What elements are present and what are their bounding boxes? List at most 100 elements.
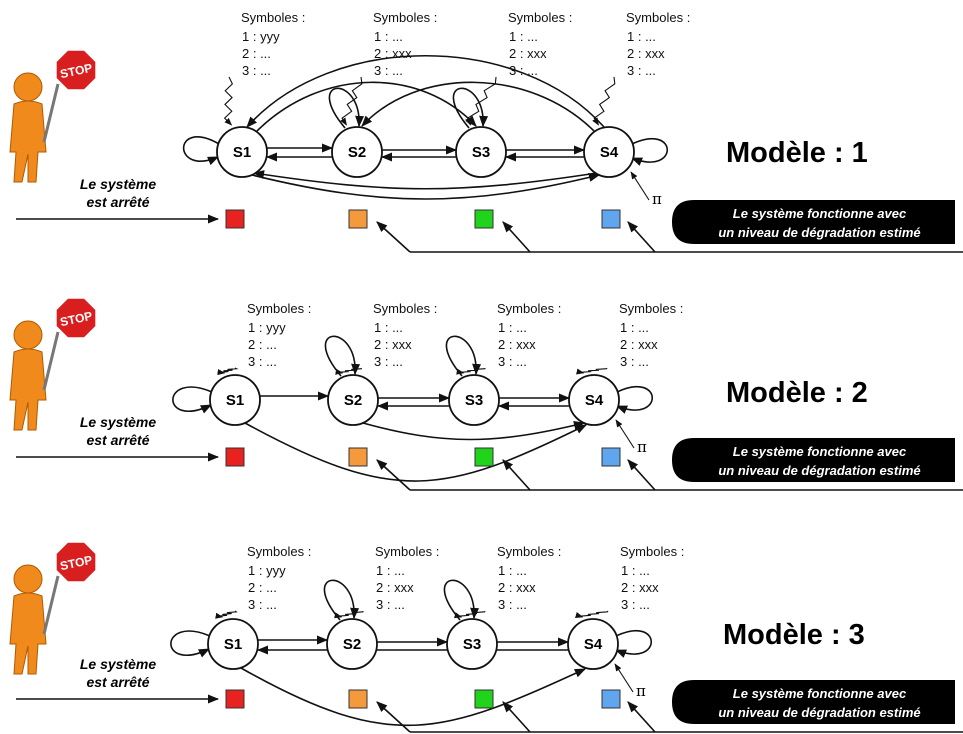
- stopped-label-line1: Le système: [80, 414, 156, 430]
- degradation-pointer: [627, 459, 656, 491]
- initial-probability-arrow: [574, 610, 609, 618]
- transition-s4-s2: [361, 81, 595, 132]
- symbols-heading: Symboles :: [373, 301, 437, 316]
- state-s1: S1: [216, 126, 268, 178]
- status-banner-line2: un niveau de dégradation estimé: [718, 463, 920, 478]
- symbol-list-s4: Symboles : 1 : ... 2 : xxx 3 : ...: [574, 544, 684, 618]
- degradation-indicator-s2: [348, 447, 368, 467]
- status-banner: [672, 680, 955, 724]
- state-s3: S3: [455, 126, 507, 178]
- transition-s2-s4: [362, 421, 586, 441]
- state-s4: S4: [568, 374, 620, 426]
- status-banner-line2: un niveau de dégradation estimé: [718, 225, 920, 240]
- degradation-indicator-s1: [225, 209, 245, 229]
- self-loop-s1: [170, 630, 211, 658]
- stopped-label-line1: Le système: [80, 656, 156, 672]
- symbol-entry: 3 : ...: [621, 597, 650, 612]
- transitions: [170, 579, 652, 727]
- symbols-heading: Symboles :: [241, 10, 305, 25]
- degradation-pointer: [502, 459, 531, 491]
- state-label: S1: [226, 392, 244, 409]
- status-banner-line1: Le système fonctionne avec: [733, 444, 907, 459]
- symbols-heading: Symboles :: [375, 544, 439, 559]
- initial-probability-arrow: [454, 610, 486, 619]
- transition-s1-s4: [244, 422, 588, 482]
- status-banner-line1: Le système fonctionne avec: [733, 206, 907, 221]
- transitions: [183, 54, 668, 200]
- symbol-entry: 3 : ...: [242, 63, 271, 78]
- stop-sign-label: STOP: [59, 61, 94, 81]
- initial-probability-arrow: [334, 610, 364, 619]
- degradation-indicator-s3: [474, 209, 494, 229]
- self-loop-s4: [614, 629, 652, 658]
- self-loop-s1: [183, 136, 220, 166]
- transition-s4-s1-top: [246, 54, 605, 128]
- symbol-entry: 1 : ...: [621, 563, 650, 578]
- state-s3: S3: [448, 374, 500, 426]
- symbols-heading: Symboles :: [497, 301, 561, 316]
- symbol-entry: 2 : xxx: [498, 337, 536, 352]
- symbol-entry: 2 : xxx: [498, 580, 536, 595]
- self-loop-s2: [323, 579, 360, 621]
- symbol-entry: 2 : xxx: [621, 580, 659, 595]
- initial-probability-arrow: [456, 367, 486, 375]
- symbol-entry: 1 : ...: [627, 29, 656, 44]
- pi-symbol: π: [636, 682, 646, 700]
- initial-probability-arrow: [223, 76, 234, 126]
- transition-s1-s3: [256, 81, 477, 132]
- symbol-entry: 1 : ...: [374, 29, 403, 44]
- symbols-heading: Symboles :: [497, 544, 561, 559]
- stopped-label-line2: est arrêté: [86, 194, 149, 210]
- self-loop-s2: [324, 335, 361, 377]
- symbols-heading: Symboles :: [508, 10, 572, 25]
- pi-symbol: π: [637, 438, 647, 456]
- initial-probability-arrow: [340, 76, 363, 126]
- symbol-entry: 2 : xxx: [627, 46, 665, 61]
- symbols-heading: Symboles :: [620, 544, 684, 559]
- state-label: S3: [465, 392, 483, 409]
- initial-distribution-arrow: [614, 663, 634, 693]
- self-loop-s3: [452, 87, 489, 129]
- transition-s1-s4: [240, 667, 587, 727]
- symbol-entry: 3 : ...: [376, 597, 405, 612]
- self-loop-s1: [172, 386, 213, 414]
- state-label: S1: [233, 144, 251, 161]
- symbol-entry: 1 : ...: [620, 320, 649, 335]
- symbol-entry: 3 : ...: [509, 63, 538, 78]
- initial-probability-arrow: [215, 610, 238, 619]
- stop-sign-person-icon: STOP: [9, 540, 98, 675]
- symbol-entry: 2 : ...: [248, 580, 277, 595]
- self-loop-s3: [443, 579, 480, 621]
- status-banner: [672, 438, 955, 482]
- stopped-label-line1: Le système: [80, 176, 156, 192]
- degradation-pointer: [502, 221, 531, 253]
- symbol-entry: 1 : yyy: [248, 320, 286, 335]
- symbol-entry: 3 : ...: [248, 597, 277, 612]
- degradation-pointer: [627, 221, 656, 253]
- symbol-entry: 1 : yyy: [242, 29, 280, 44]
- degradation-indicator-s4: [601, 689, 621, 709]
- transition-s4-s1: [252, 170, 598, 190]
- state-label: S3: [463, 636, 481, 653]
- symbol-entry: 2 : xxx: [620, 337, 658, 352]
- state-s2: S2: [327, 374, 379, 426]
- symbol-entry: 3 : ...: [374, 63, 403, 78]
- state-s1: S1: [207, 618, 259, 670]
- symbols-heading: Symboles :: [619, 301, 683, 316]
- state-label: S3: [472, 144, 490, 161]
- state-label: S2: [348, 144, 366, 161]
- degradation-pointer: [376, 459, 411, 491]
- stop-sign-person-icon: STOP: [9, 296, 98, 431]
- degradation-pointer: [376, 701, 411, 733]
- stopped-label-line2: est arrêté: [86, 674, 149, 690]
- initial-distribution-arrow: [630, 171, 650, 201]
- symbol-entry: 1 : ...: [374, 320, 403, 335]
- symbol-entry: 1 : ...: [509, 29, 538, 44]
- degradation-pointer: [627, 701, 656, 733]
